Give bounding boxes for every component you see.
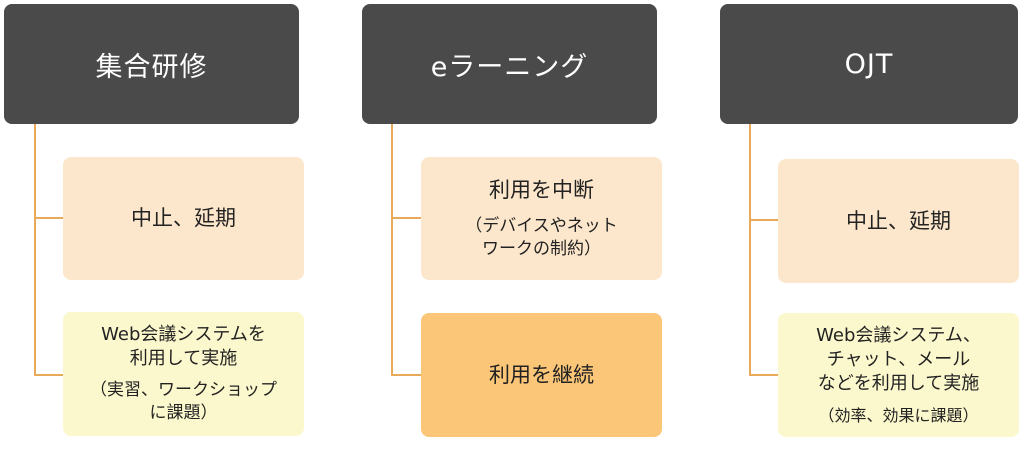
column-1-box-2: Web会議システムを 利用して実施 （実習、ワークショップ に課題）: [63, 312, 304, 436]
box-note-1: （実習、ワークショップ: [90, 380, 277, 401]
column-3-box-1: 中止、延期: [778, 159, 1019, 283]
column-1-connector-2: [34, 374, 64, 376]
box-line-2: 利用して実施: [129, 348, 238, 370]
column-2-connector-vertical: [391, 124, 393, 376]
column-2-box-2: 利用を継続: [421, 313, 662, 437]
box-main-text: 中止、延期: [846, 208, 951, 233]
box-note-2: に課題）: [149, 403, 218, 424]
box-note-1: （デバイスやネット: [465, 215, 618, 236]
box-line-2: チャット、メール: [826, 349, 971, 371]
column-1-connector-vertical: [34, 124, 36, 376]
column-1-connector-1: [34, 217, 64, 219]
column-2-header: eラーニング: [362, 4, 657, 124]
column-3-connector-2: [749, 374, 779, 376]
column-1-box-1: 中止、延期: [63, 157, 304, 280]
box-main-text: 中止、延期: [131, 206, 236, 231]
box-line-1: Web会議システムを: [101, 323, 266, 345]
box-note-2: ワークの制約）: [482, 238, 601, 259]
column-3-box-2: Web会議システム、 チャット、メール などを利用して実施 （効率、効果に課題）: [778, 313, 1019, 437]
box-main-text: 利用を継続: [489, 362, 594, 387]
box-main-text: 利用を中断: [489, 178, 594, 203]
column-2-connector-1: [391, 217, 422, 219]
box-note-1: （効率、効果に課題）: [818, 405, 979, 425]
column-1-header: 集合研修: [4, 4, 299, 124]
box-line-1: Web会議システム、: [816, 324, 981, 346]
box-line-3: などを利用して実施: [817, 373, 980, 395]
column-3-header: OJT: [720, 4, 1018, 124]
column-2-connector-2: [391, 374, 422, 376]
column-2-box-1: 利用を中断 （デバイスやネット ワークの制約）: [421, 157, 662, 280]
column-3-connector-1: [749, 219, 779, 221]
column-3-connector-vertical: [749, 124, 751, 376]
